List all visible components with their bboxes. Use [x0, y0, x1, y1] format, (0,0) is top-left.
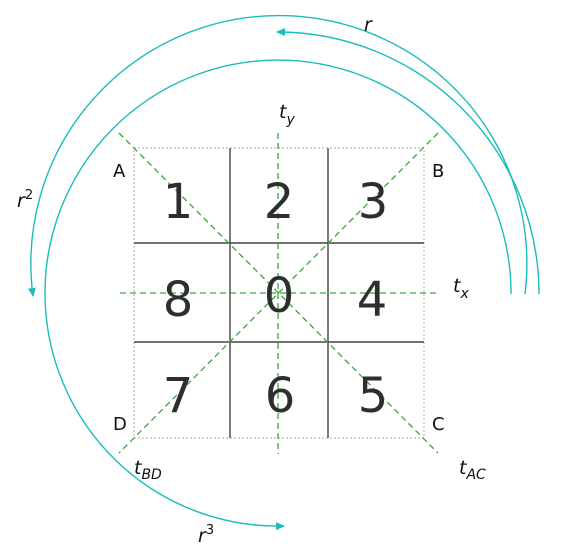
rotation-label-r2: r2: [17, 188, 33, 212]
axis-label-ty-sub: y: [285, 112, 295, 128]
cell-label-2: 2: [264, 174, 295, 230]
rotation-arc-r3: [44, 59, 512, 531]
rotation-label-r3-sup: 3: [206, 523, 214, 538]
axis-label-tac: tAC: [459, 457, 486, 483]
cell-label-0: 0: [264, 268, 295, 324]
cell-label-6: 6: [265, 368, 296, 424]
corner-label-b: B: [432, 161, 444, 182]
cell-label-5: 5: [358, 368, 389, 424]
axis-label-ty-base: t: [279, 101, 288, 123]
axis-label-tx-sub: x: [459, 286, 469, 302]
axis-label-tac-base: t: [459, 457, 468, 479]
corner-label-a: A: [113, 161, 126, 182]
rotation-label-r3: r3: [198, 523, 214, 547]
rotation-label-r2-sup: 2: [25, 188, 33, 203]
rotation-label-r: r: [364, 14, 373, 36]
axis-label-tac-sub: AC: [465, 467, 486, 483]
cell-label-7: 7: [163, 368, 194, 424]
axis-label-tbd-sub: BD: [141, 467, 162, 483]
cell-label-1: 1: [163, 174, 194, 230]
axis-label-tx: tx: [453, 275, 469, 302]
rotation-label-r2-base: r: [17, 190, 26, 212]
axis-label-ty: ty: [279, 101, 295, 128]
cell-label-3: 3: [358, 174, 389, 230]
corner-label-d: D: [113, 414, 127, 435]
axis-label-tbd: tBD: [134, 457, 162, 483]
rotation-label-r3-base: r: [198, 525, 207, 547]
outer-square-border: [133, 147, 425, 439]
axis-label-tbd-base: t: [134, 457, 143, 479]
rotation-arc-r2: [28, 14, 528, 297]
corner-label-c: C: [432, 414, 445, 435]
symmetry-axis-tbd: [118, 132, 439, 454]
rotation-arc-r-outer: [276, 28, 540, 295]
axis-label-tx-base: t: [453, 275, 462, 297]
cell-label-4: 4: [357, 272, 388, 328]
cell-label-8: 8: [163, 272, 194, 328]
